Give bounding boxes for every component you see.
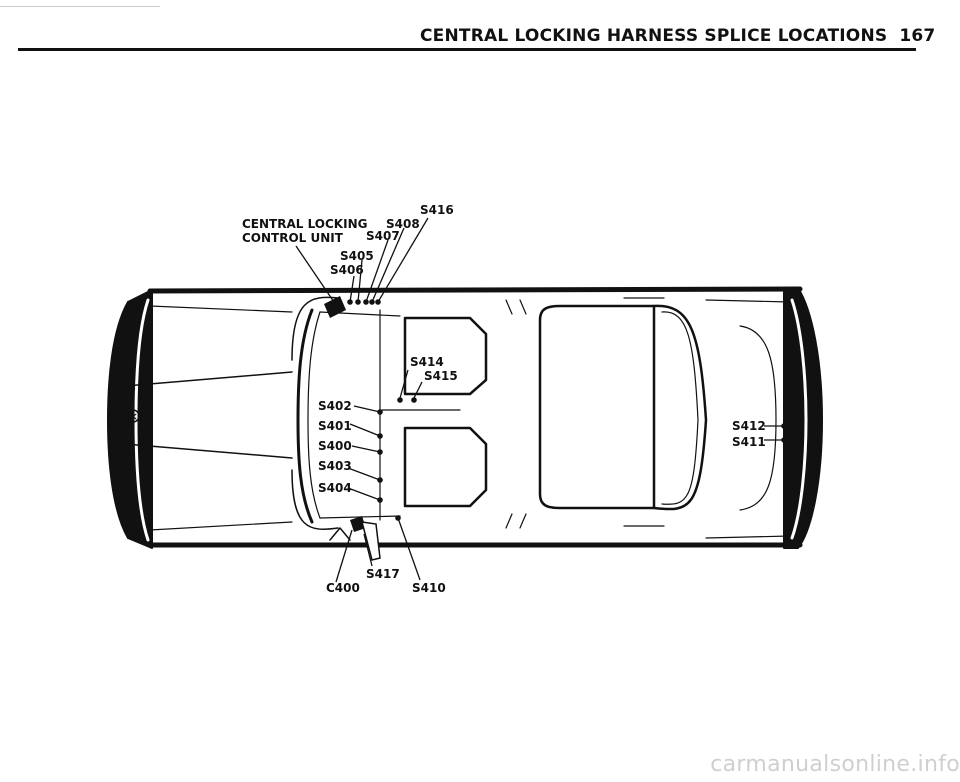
label-s404: S404: [318, 481, 352, 495]
splice-dot-s402: [377, 409, 383, 415]
splice-points: [347, 299, 787, 521]
label-s403: S403: [318, 459, 352, 473]
label-s401: S401: [318, 419, 352, 433]
car-body-outline: [107, 286, 823, 549]
leader-lines: [295, 217, 784, 583]
splice-dot-s401: [377, 433, 383, 439]
page-number: 167: [899, 26, 936, 46]
page-title: CENTRAL LOCKING HARNESS SPLICE LOCATIONS: [420, 26, 888, 46]
splice-dot-s403: [377, 477, 383, 483]
label-s412: S412: [732, 419, 766, 433]
label-s408: S408: [386, 217, 420, 231]
splice-dot-s415: [411, 397, 417, 403]
splice-dot-s400: [377, 449, 383, 455]
splice-dot-s404: [377, 497, 383, 503]
control-unit-label-line1: CENTRAL LOCKING: [242, 217, 367, 231]
label-s411: S411: [732, 435, 766, 449]
splice-dot-s414: [397, 397, 403, 403]
splice-dot-s405: [355, 299, 361, 305]
control-unit-label-line2: CONTROL UNIT: [242, 231, 344, 245]
splice-dot-s411: [781, 437, 787, 443]
splice-dot-s412: [781, 423, 787, 429]
page-header: CENTRAL LOCKING HARNESS SPLICE LOCATIONS…: [420, 26, 935, 46]
label-s406: S406: [330, 263, 364, 277]
header-rule: [18, 48, 916, 51]
label-s402: S402: [318, 399, 352, 413]
splice-dot-s408: [369, 299, 375, 305]
label-s400: S400: [318, 439, 352, 453]
watermark: carmanualsonline.info: [710, 752, 960, 777]
label-s407: S407: [366, 229, 400, 243]
label-s417: S417: [366, 567, 400, 581]
label-c400: C400: [326, 581, 360, 595]
splice-dot-s406: [347, 299, 353, 305]
label-s416: S416: [420, 203, 454, 217]
label-s405: S405: [340, 249, 374, 263]
label-s410: S410: [412, 581, 446, 595]
label-s415: S415: [424, 369, 458, 383]
label-s414: S414: [410, 355, 444, 369]
splice-dot-s416: [375, 299, 381, 305]
splice-dot-s407: [363, 299, 369, 305]
control-unit: [324, 296, 381, 561]
corner-rule: [0, 6, 160, 7]
splice-labels: CENTRAL LOCKING CONTROL UNIT S416 S408 S…: [242, 203, 766, 595]
splice-dot-s410: [395, 515, 401, 521]
